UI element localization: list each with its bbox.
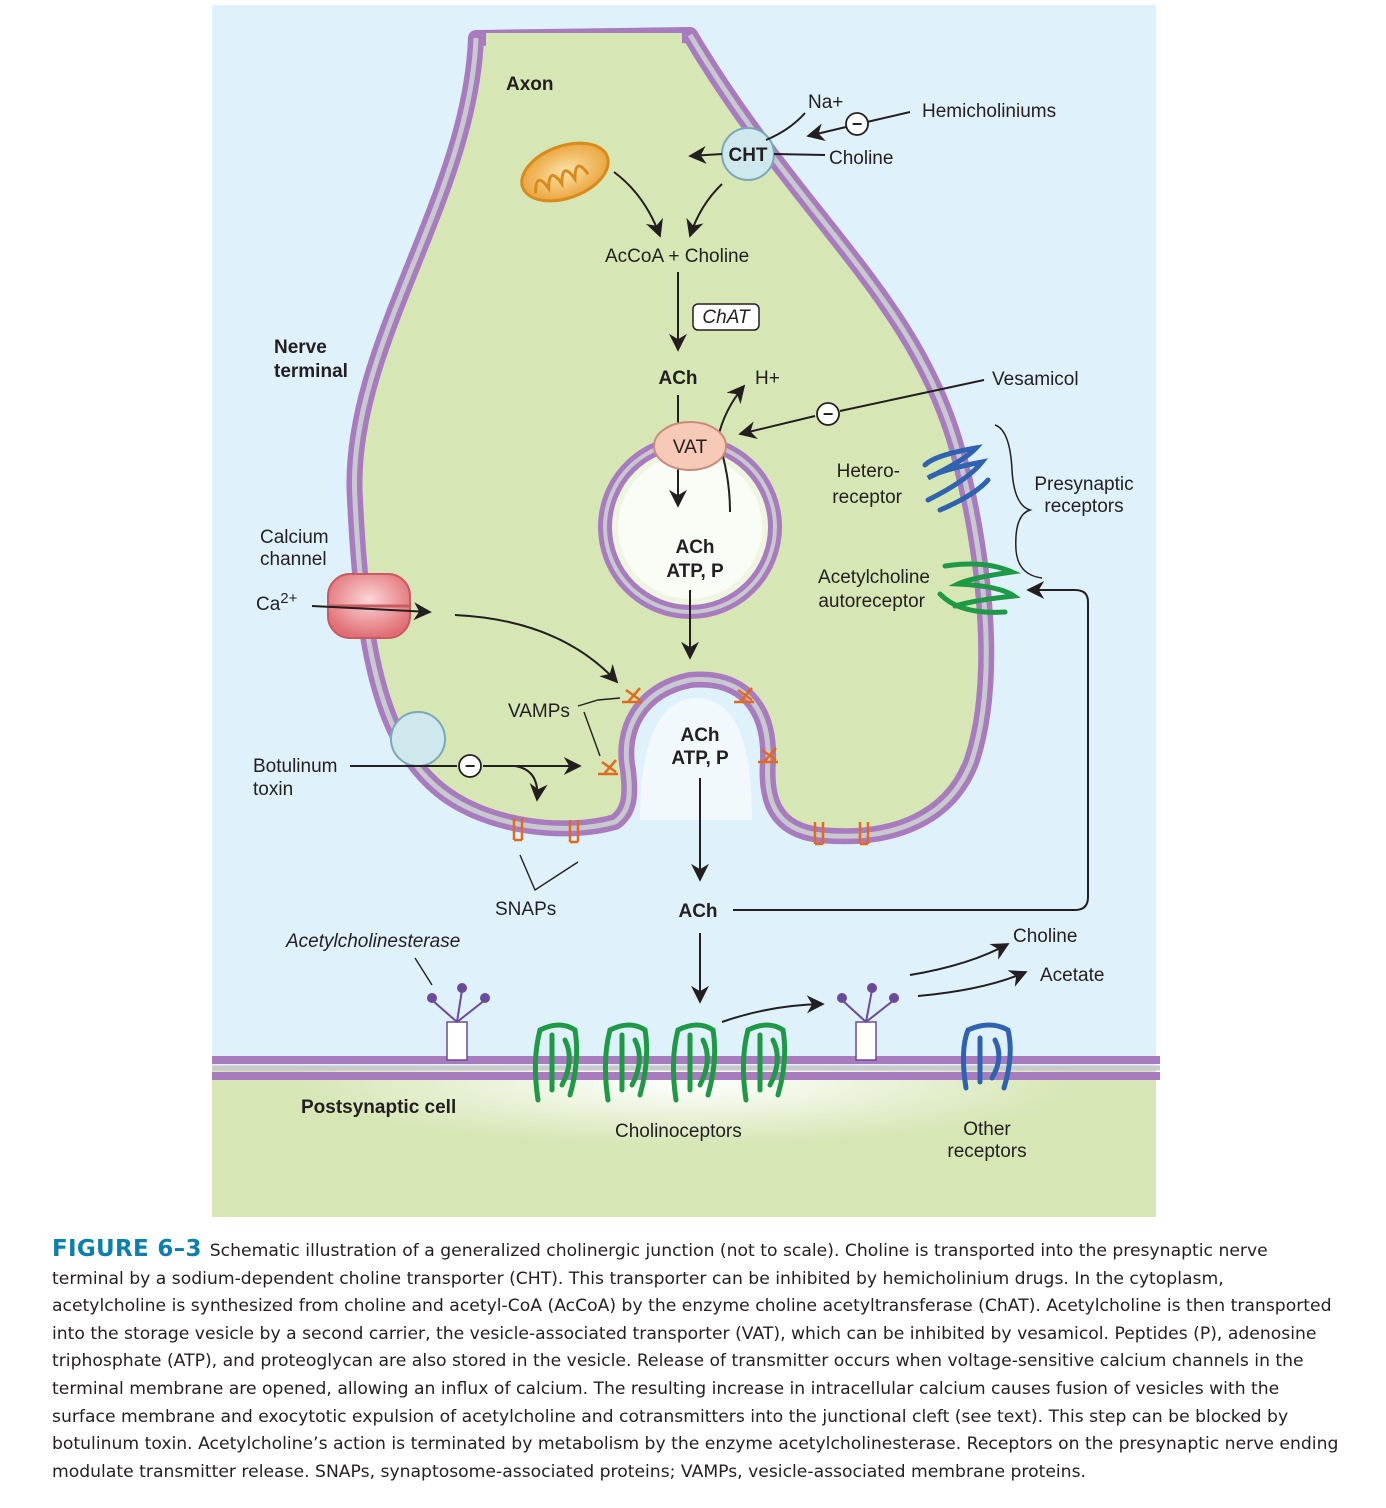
choline-line — [773, 153, 826, 156]
acetylcholinesterase-label: Acetylcholinesterase — [285, 931, 460, 952]
mito-to-accoa-arrow — [613, 171, 663, 238]
storage-vesicle-lumen — [618, 455, 762, 599]
minus-sign: − — [852, 114, 863, 134]
cholinergic-junction-figure: − − − — [212, 5, 1160, 1217]
acetate-out-arrow — [917, 970, 1028, 997]
axon-label: Axon — [506, 74, 554, 95]
chat-enzyme-box — [692, 303, 760, 331]
autoreceptor-label-2: autoreceptor — [818, 591, 925, 612]
cht-label: CHT — [728, 145, 767, 166]
autoreceptor-label: Acetylcholine — [818, 567, 930, 588]
snap-leader — [519, 854, 579, 892]
snaps-label: SNAPs — [495, 899, 556, 920]
cht-inward-arrow — [688, 146, 723, 164]
heteroreceptor-label: Hetero- — [837, 461, 900, 482]
cleft-ach-label: ACh — [678, 901, 717, 922]
calcium-channel-icon — [327, 573, 411, 639]
choline-product-label: Choline — [1013, 926, 1077, 947]
chat-label: ChAT — [702, 307, 751, 328]
minus-sign: − — [465, 756, 476, 776]
choline-out-arrow — [909, 943, 1010, 976]
caption-text: Schematic illustration of a generalized … — [52, 1241, 1339, 1482]
nerve-terminal-membrane — [351, 33, 989, 839]
calcium-ion-base: Ca — [256, 594, 281, 615]
nerve-terminal-label: Nerve — [274, 337, 327, 358]
ach-synthesized-label: ACh — [658, 368, 697, 389]
vesicle-ach-label: ACh — [675, 537, 714, 558]
acetylcholinesterase-icon — [427, 983, 490, 1061]
heteroreceptor-icon — [922, 444, 991, 513]
hemicholinium-inhibition-icon: − — [845, 112, 869, 136]
vamps-label: VAMPs — [508, 701, 570, 722]
fusing-vesicle-lumen — [640, 698, 752, 820]
vamp-icon — [598, 687, 778, 776]
autoreceptor-icon — [937, 561, 1021, 615]
postsynaptic-cytoplasm — [212, 1068, 1156, 1217]
snap-icon — [512, 818, 870, 846]
calcium-channel-label-2: channel — [260, 549, 327, 570]
vat-transporter-icon — [653, 421, 727, 471]
accoa-choline-label: AcCoA + Choline — [605, 246, 749, 267]
vamp-leader — [577, 697, 621, 707]
calcium-influx-arrow — [454, 614, 619, 684]
presynaptic-receptors-label-2: receptors — [1044, 496, 1123, 517]
hemicholinium-inhibition-arrow — [806, 123, 847, 142]
postsynaptic-cell-label: Postsynaptic cell — [301, 1097, 456, 1118]
cholinoceptor-icon — [532, 1022, 580, 1103]
fusing-ach-label: ACh — [680, 725, 719, 746]
botulinum-inhibition-icon: − — [458, 754, 482, 778]
vesicle-atp-label: ATP, P — [666, 561, 724, 582]
calcium-ion-label: Ca2+ — [256, 590, 298, 615]
nerve-terminal-label-2: terminal — [274, 361, 348, 382]
other-receptors-label: Other — [963, 1119, 1011, 1140]
choline-in-label: Choline — [829, 148, 893, 169]
na-plus-label: Na+ — [808, 92, 843, 113]
other-receptor-icon — [960, 1022, 1013, 1091]
other-receptors-label-2: receptors — [947, 1141, 1026, 1162]
minus-sign: − — [823, 404, 834, 424]
cholinoceptor-icon — [670, 1022, 718, 1103]
diagram-canvas: − − − — [212, 5, 1160, 1217]
acetylcholinesterase-icon — [837, 983, 899, 1061]
vesamicol-line — [839, 379, 985, 412]
na-line — [765, 112, 806, 141]
vesamicol-label: Vesamicol — [992, 369, 1079, 390]
cht-to-choline-arrow — [686, 183, 723, 238]
autoreceptor-feedback-arrow — [733, 581, 1089, 911]
esterase-leader — [414, 957, 433, 986]
heteroreceptor-label-2: receptor — [832, 487, 902, 508]
vesamicol-inhibition-arrow — [738, 415, 816, 439]
botulinum-label: Botulinum — [253, 756, 338, 777]
presynaptic-receptors-label: Presynaptic — [1034, 474, 1133, 495]
vat-label: VAT — [673, 437, 708, 458]
ach-to-esterase-arrow — [721, 995, 825, 1023]
cholinoceptor-icon — [740, 1022, 788, 1103]
hemicholinium-line — [866, 111, 911, 123]
botulinum-snap-arrow — [514, 765, 548, 802]
cholinoceptors-label: Cholinoceptors — [615, 1121, 742, 1142]
presynaptic-bracket — [994, 424, 1043, 579]
calcium-entry-arrow — [311, 602, 432, 621]
cholinoceptor-icon — [602, 1022, 650, 1103]
vesamicol-inhibition-icon: − — [816, 402, 840, 426]
botulinum-toxin-icon — [390, 711, 446, 767]
mitochondrion-icon — [520, 141, 610, 203]
calcium-channel-label: Calcium — [260, 527, 329, 548]
botulinum-label-2: toxin — [253, 779, 293, 800]
vamp-leader-2 — [583, 711, 601, 757]
figure-number: FIGURE 6–3 — [52, 1236, 202, 1262]
calcium-ion-charge: 2+ — [280, 590, 297, 607]
acetate-product-label: Acetate — [1040, 965, 1104, 986]
h-plus-label: H+ — [755, 368, 780, 389]
fusing-atp-label: ATP, P — [671, 748, 729, 769]
hemicholiniums-label: Hemicholiniums — [922, 101, 1056, 122]
